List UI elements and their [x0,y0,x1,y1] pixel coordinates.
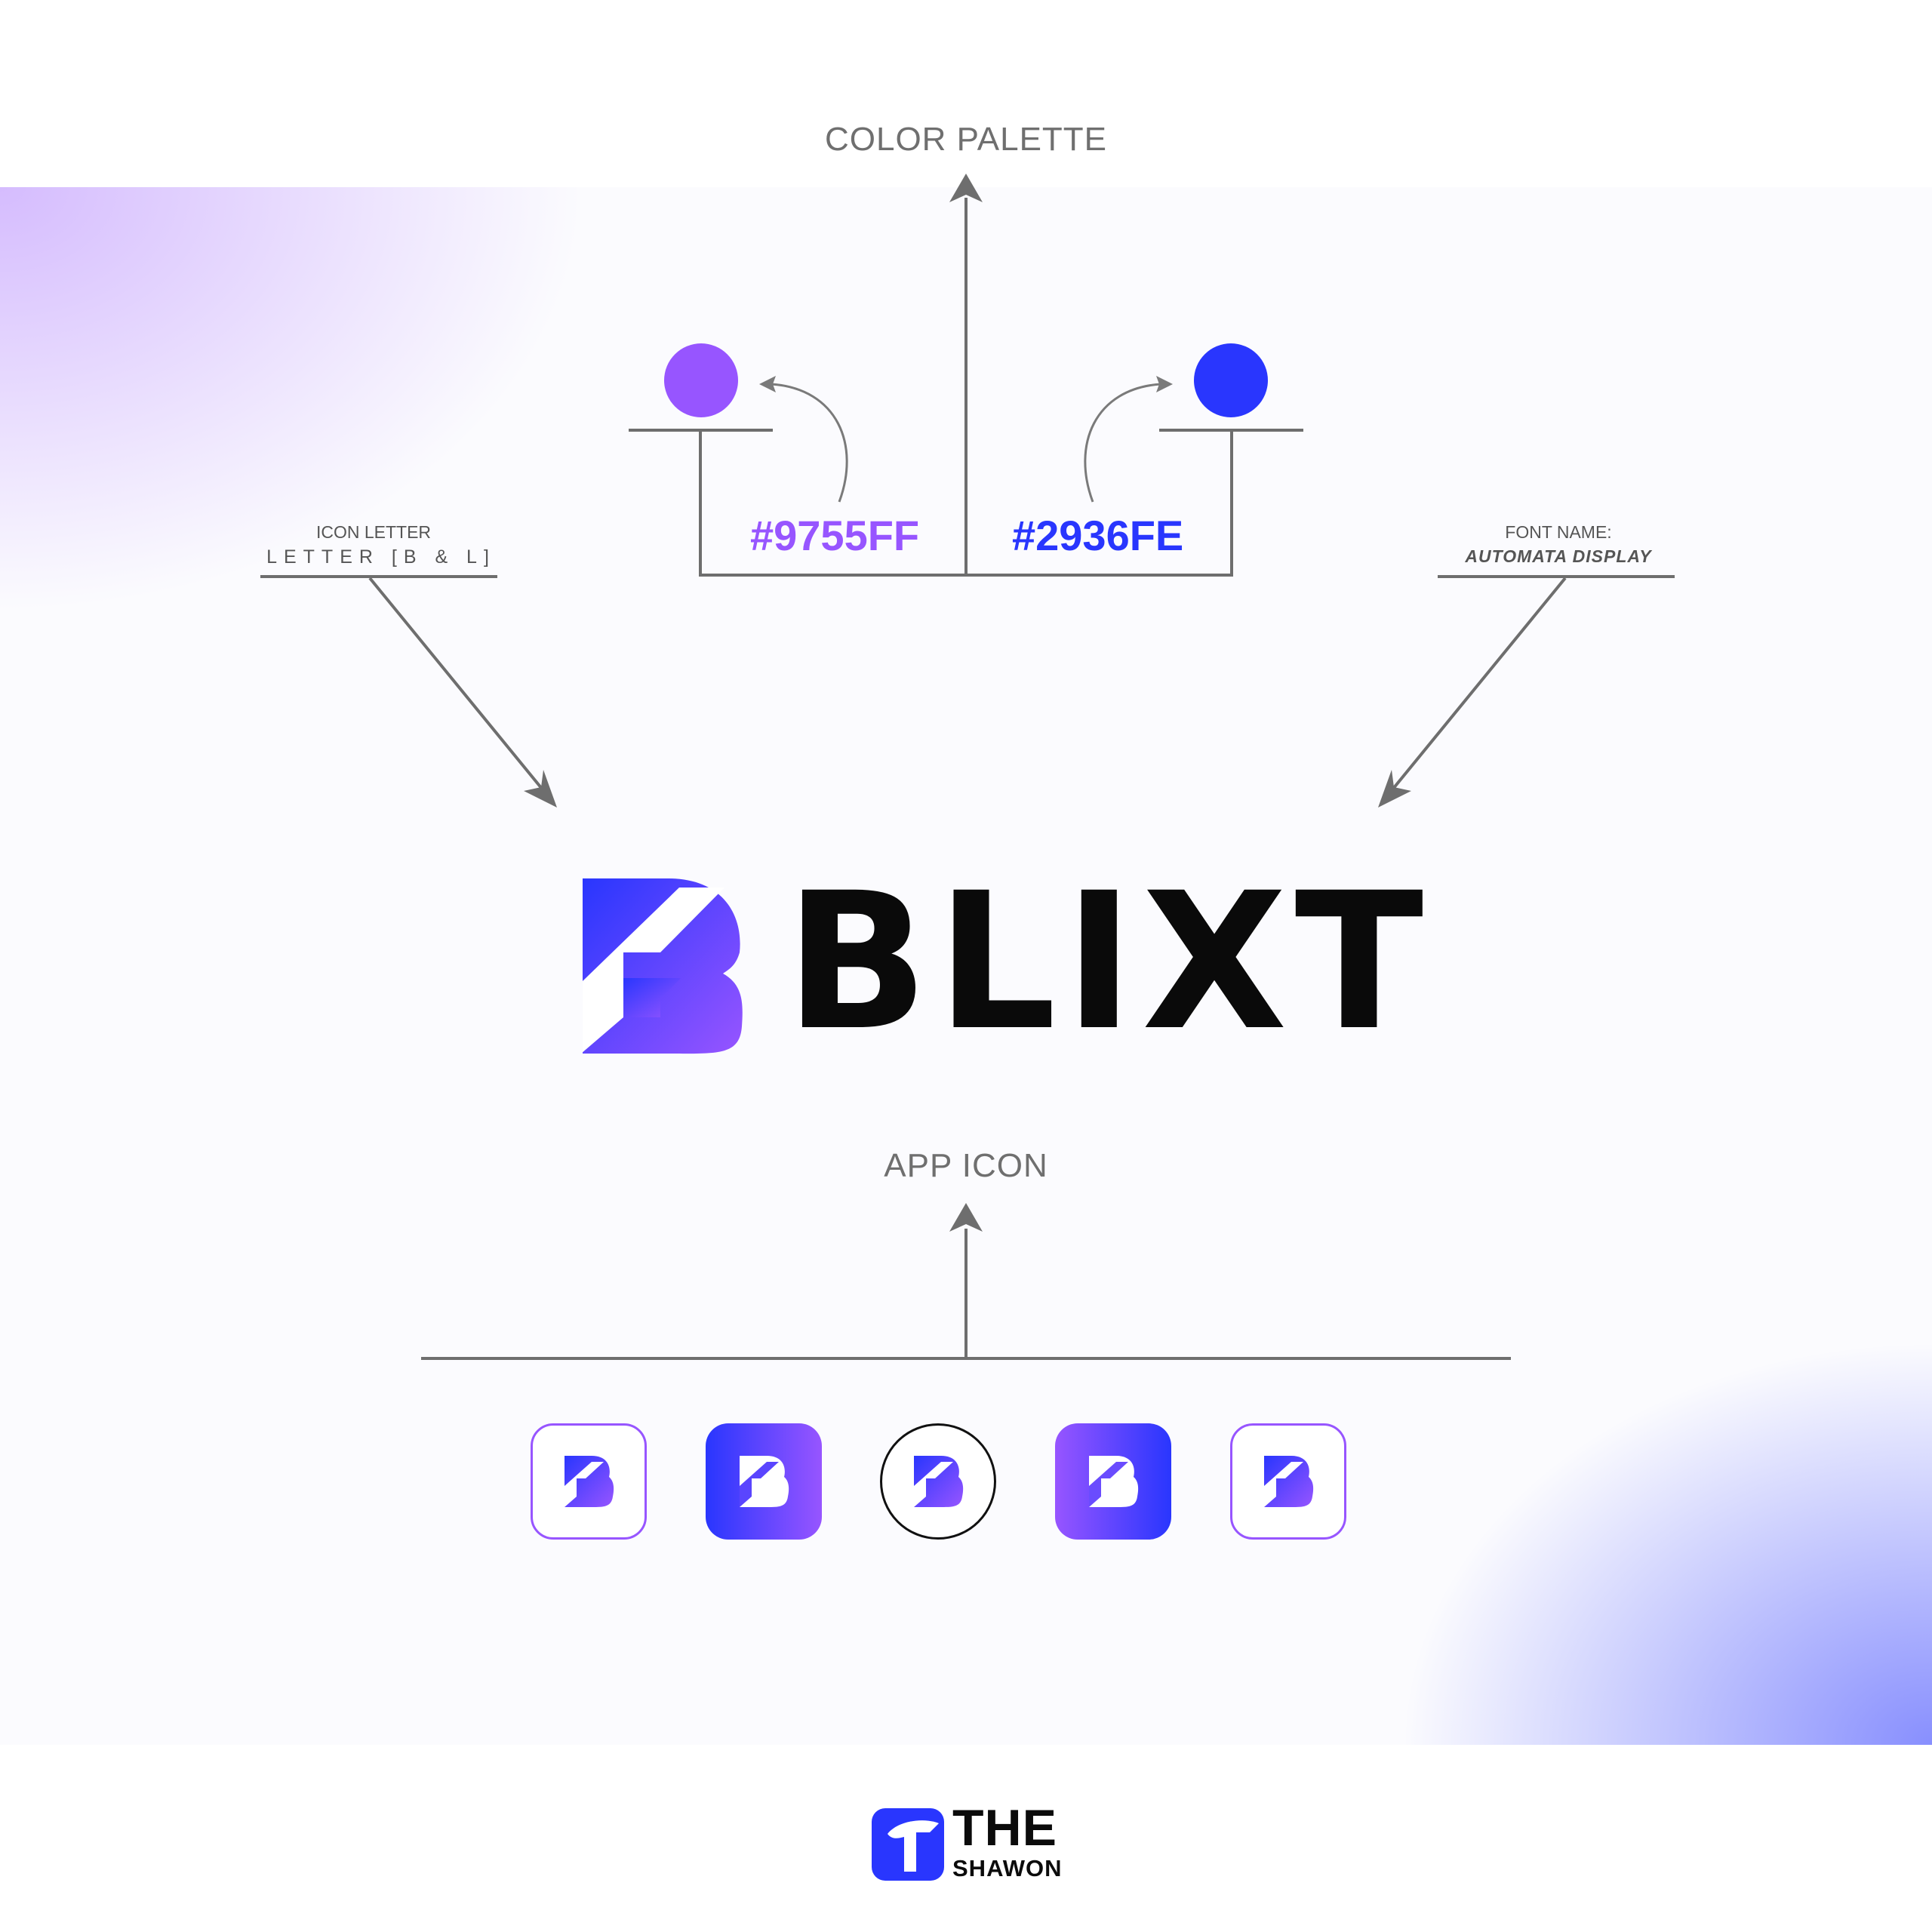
app-icon-outline-circle [880,1423,996,1540]
shawon-t-logo-icon [872,1808,944,1881]
blixt-wordmark: BLIXT [785,852,1432,1072]
color-palette-label: COLOR PALETTE [824,121,1108,158]
corner-cutout [0,0,106,106]
font-name-value: AUTOMATA DISPLAY [1465,546,1652,566]
b-mark-icon [914,1456,964,1507]
b-mark-icon [565,1456,614,1507]
swatch-purple [664,343,738,417]
font-name-title: FONT NAME: [1505,522,1612,542]
icon-letter-title: ICON LETTER [315,522,432,542]
b-mark-icon [1264,1456,1314,1507]
b-mark-icon [1089,1456,1139,1507]
hex-purple: #9755FF [750,512,920,559]
blixt-logo-icon [581,878,743,1054]
hex-blue: #2936FE [1012,512,1184,559]
app-icon-outline-1 [531,1423,647,1540]
b-mark-icon [740,1456,789,1507]
swatch-blue [1194,343,1268,417]
app-icon-outline-2 [1230,1423,1346,1540]
app-icon-label: APP ICON [884,1147,1048,1184]
arrow-up-palette [949,174,983,202]
app-icon-filled-blue [706,1423,822,1540]
brand-line-shawon: SHAWON [952,1855,1063,1881]
app-icon-filled-purple [1055,1423,1171,1540]
brand-line-the: THE [952,1799,1057,1857]
icon-letter-value: LETTER [B & L] [266,546,496,568]
